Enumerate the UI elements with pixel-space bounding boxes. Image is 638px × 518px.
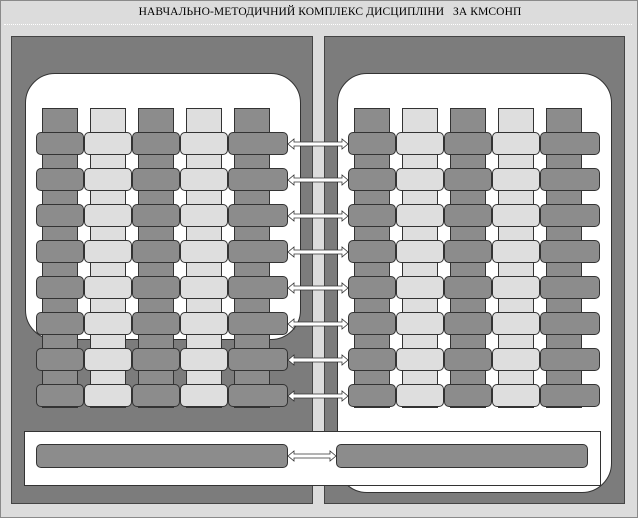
diagram-title: НАВЧАЛЬНО-МЕТОДИЧНИЙ КОМПЛЕКС ДИСЦИПЛІНИ… [138, 6, 522, 18]
right-cell-r6-c4 [492, 312, 540, 335]
left-cell-r3-c3 [132, 204, 180, 227]
left-cell-r7-c1 [36, 348, 84, 371]
right-cell-r4-c2 [396, 240, 444, 263]
right-cell-r1-c5 [540, 132, 600, 155]
double-arrow-icon-8 [288, 390, 348, 402]
title-divider [4, 24, 632, 25]
double-arrow-icon-5 [288, 282, 348, 294]
right-cell-r3-c3 [444, 204, 492, 227]
left-cell-r7-c5 [228, 348, 288, 371]
left-cell-r2-c1 [36, 168, 84, 191]
right-cell-r6-c3 [444, 312, 492, 335]
right-cell-r7-c5 [540, 348, 600, 371]
left-cell-r8-c2 [84, 384, 132, 407]
left-cell-r4-c4 [180, 240, 228, 263]
double-arrow-icon-1 [288, 138, 348, 150]
right-cell-r2-c1 [348, 168, 396, 191]
left-cell-r5-c2 [84, 276, 132, 299]
left-cell-r3-c4 [180, 204, 228, 227]
right-cell-r2-c2 [396, 168, 444, 191]
left-cell-r6-c2 [84, 312, 132, 335]
left-cell-r8-c4 [180, 384, 228, 407]
left-cell-r4-c5 [228, 240, 288, 263]
left-cell-r1-c4 [180, 132, 228, 155]
right-cell-r3-c5 [540, 204, 600, 227]
left-cell-r8-c5 [228, 384, 288, 407]
left-cell-r5-c4 [180, 276, 228, 299]
right-cell-r4-c1 [348, 240, 396, 263]
left-cell-r1-c5 [228, 132, 288, 155]
left-cell-r1-c1 [36, 132, 84, 155]
left-cell-r2-c4 [180, 168, 228, 191]
bottom-left-bar [36, 444, 288, 468]
double-arrow-icon-4 [288, 246, 348, 258]
right-cell-r5-c4 [492, 276, 540, 299]
right-cell-r1-c3 [444, 132, 492, 155]
right-cell-r3-c4 [492, 204, 540, 227]
right-cell-r5-c1 [348, 276, 396, 299]
left-cell-r2-c2 [84, 168, 132, 191]
left-cell-r5-c1 [36, 276, 84, 299]
left-cell-r5-c3 [132, 276, 180, 299]
left-cell-r7-c4 [180, 348, 228, 371]
right-cell-r4-c3 [444, 240, 492, 263]
right-cell-r7-c4 [492, 348, 540, 371]
left-cell-r7-c2 [84, 348, 132, 371]
right-cell-r5-c3 [444, 276, 492, 299]
left-cell-r1-c3 [132, 132, 180, 155]
left-cell-r3-c2 [84, 204, 132, 227]
left-cell-r6-c3 [132, 312, 180, 335]
right-cell-r8-c5 [540, 384, 600, 407]
right-cell-r7-c2 [396, 348, 444, 371]
double-arrow-icon-2 [288, 174, 348, 186]
left-cell-r8-c3 [132, 384, 180, 407]
left-cell-r3-c1 [36, 204, 84, 227]
right-cell-r6-c5 [540, 312, 600, 335]
right-cell-r4-c4 [492, 240, 540, 263]
right-cell-r1-c1 [348, 132, 396, 155]
right-cell-r3-c2 [396, 204, 444, 227]
left-cell-r6-c4 [180, 312, 228, 335]
double-arrow-icon-bottom [288, 450, 336, 462]
left-cell-r3-c5 [228, 204, 288, 227]
right-cell-r3-c1 [348, 204, 396, 227]
left-cell-r7-c3 [132, 348, 180, 371]
left-cell-r1-c2 [84, 132, 132, 155]
right-cell-r2-c4 [492, 168, 540, 191]
right-cell-r7-c1 [348, 348, 396, 371]
right-cell-r6-c2 [396, 312, 444, 335]
right-cell-r2-c3 [444, 168, 492, 191]
right-cell-r8-c4 [492, 384, 540, 407]
left-cell-r6-c1 [36, 312, 84, 335]
right-cell-r6-c1 [348, 312, 396, 335]
left-cell-r8-c1 [36, 384, 84, 407]
right-cell-r4-c5 [540, 240, 600, 263]
right-cell-r1-c2 [396, 132, 444, 155]
right-cell-r7-c3 [444, 348, 492, 371]
double-arrow-icon-3 [288, 210, 348, 222]
right-cell-r2-c5 [540, 168, 600, 191]
left-cell-r4-c3 [132, 240, 180, 263]
right-cell-r8-c1 [348, 384, 396, 407]
left-cell-r4-c1 [36, 240, 84, 263]
right-cell-r5-c2 [396, 276, 444, 299]
right-cell-r1-c4 [492, 132, 540, 155]
bottom-right-bar [336, 444, 588, 468]
right-cell-r8-c3 [444, 384, 492, 407]
left-cell-r6-c5 [228, 312, 288, 335]
left-cell-r2-c3 [132, 168, 180, 191]
right-cell-r8-c2 [396, 384, 444, 407]
double-arrow-icon-7 [288, 354, 348, 366]
double-arrow-icon-6 [288, 318, 348, 330]
right-cell-r5-c5 [540, 276, 600, 299]
left-cell-r2-c5 [228, 168, 288, 191]
left-cell-r4-c2 [84, 240, 132, 263]
left-cell-r5-c5 [228, 276, 288, 299]
